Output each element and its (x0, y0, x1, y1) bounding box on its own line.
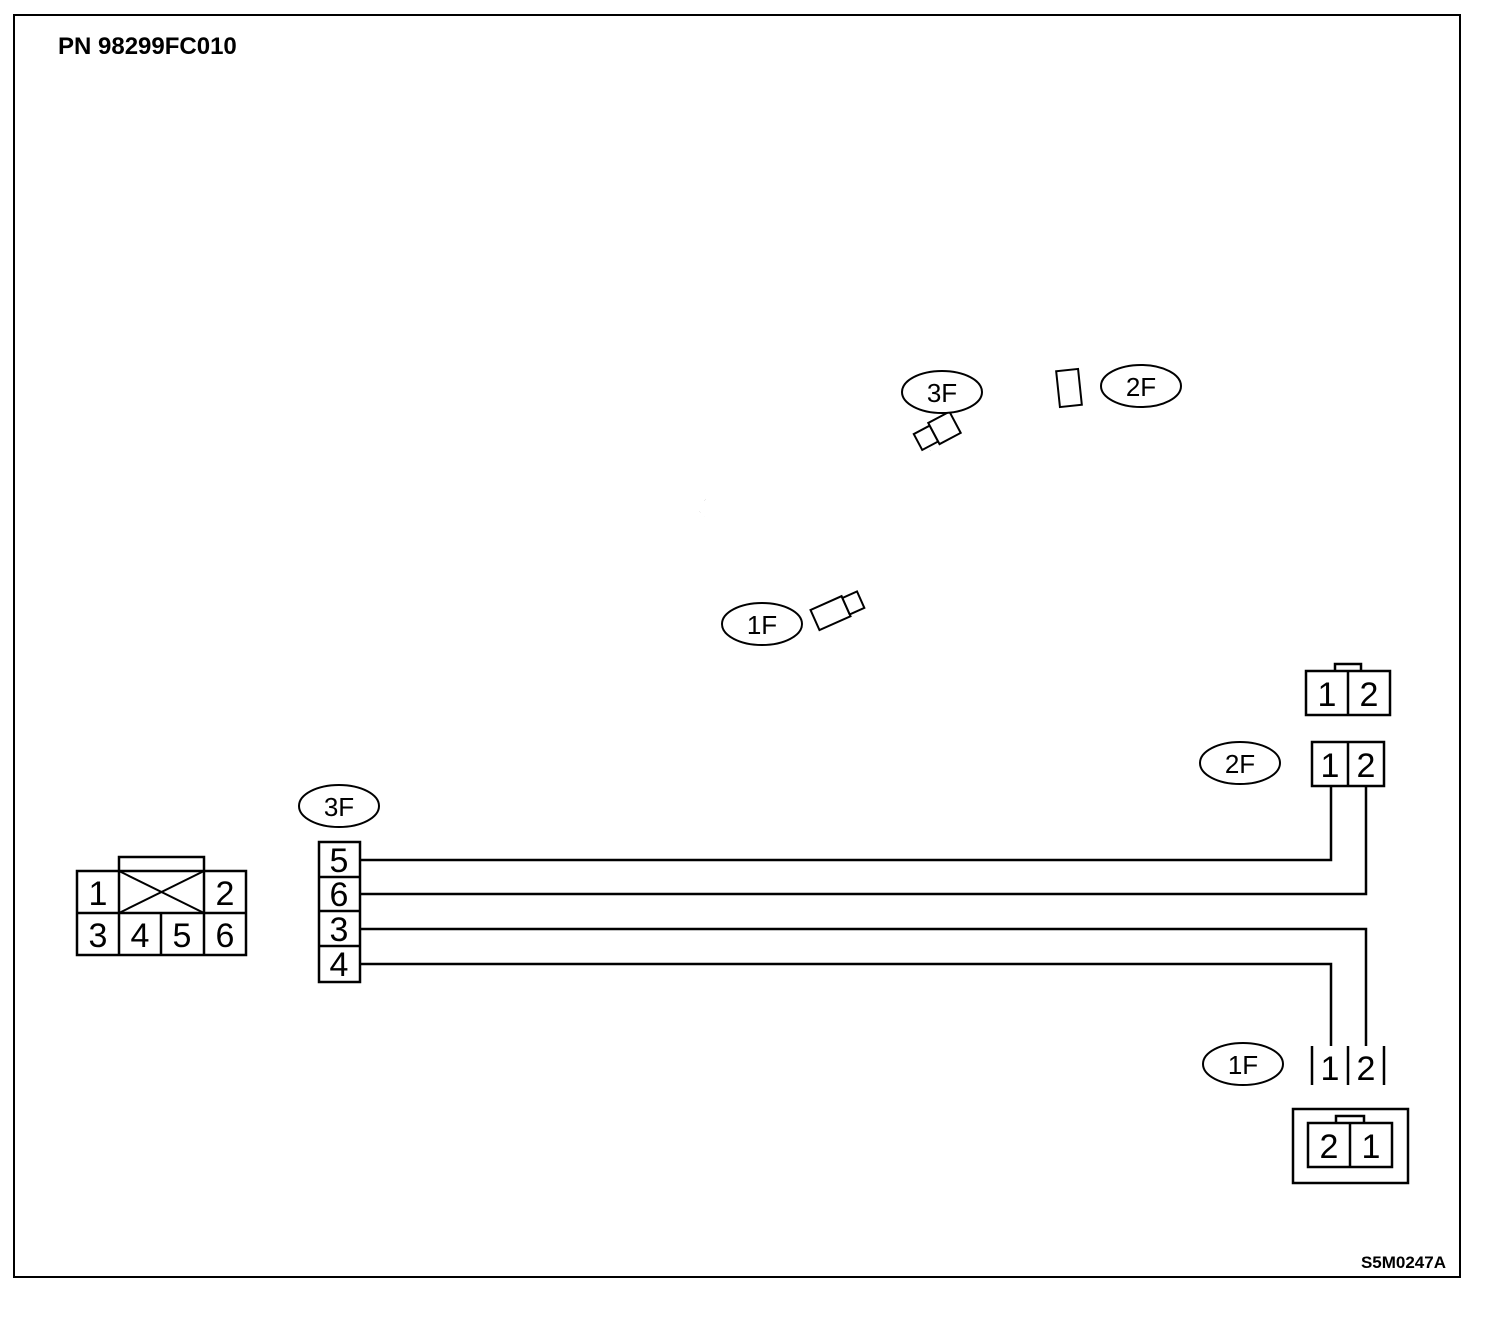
pin-2f: 1 (1321, 747, 1340, 785)
face-pin: 1 (89, 875, 108, 913)
wire-3f5-to-2f1 (360, 786, 1333, 862)
connector-2f-pins: 1 2 (1310, 740, 1386, 788)
schematic-1f-ellipse (1202, 1042, 1284, 1086)
face-pin: 6 (216, 917, 235, 955)
face-view-6pin: 1 2 3 4 5 6 (75, 855, 248, 957)
callout-1f: 1F (747, 610, 777, 640)
pin-3f: 4 (330, 946, 349, 984)
pin-3f: 3 (330, 911, 349, 949)
connector-1f-pins: 1 2 (1310, 1046, 1386, 1088)
part-number: PN 98299FC010 (58, 33, 237, 60)
connector-2f-face: 1 2 (1304, 662, 1392, 717)
harness-illustration: 3F 2F 1F (466, 134, 1182, 646)
schematic-3f-ellipse (298, 784, 380, 828)
callout-2f-ellipse (1100, 364, 1182, 408)
plug-1f (809, 590, 866, 632)
callout-2f: 2F (1126, 372, 1156, 402)
pin-2f-face: 2 (1360, 676, 1379, 714)
schematic-2f-ellipse (1199, 741, 1281, 785)
harness-outer-branch (467, 135, 1069, 519)
plug-3f (912, 410, 963, 452)
connector-1f-face: 2 1 (1291, 1107, 1410, 1185)
face-pin: 5 (173, 917, 192, 955)
pin-1f: 1 (1321, 1050, 1340, 1088)
schematic-1f-label: 1F (1228, 1050, 1258, 1080)
wire-3f6-to-2f2 (360, 786, 1368, 896)
pin-2f: 2 (1357, 747, 1376, 785)
face-pin: 3 (89, 917, 108, 955)
schematic-3f-label: 3F (324, 792, 354, 822)
pin-1f-face: 1 (1362, 1128, 1381, 1166)
wire-3f4-to-1f1 (360, 962, 1333, 1046)
callout-3f: 3F (927, 378, 957, 408)
wire-3f3-to-1f2 (360, 927, 1368, 1046)
wiring-schematic: 1 2 3 4 5 6 3F 5 6 3 4 1 2 (75, 662, 1410, 1185)
pin-2f-face: 1 (1318, 676, 1337, 714)
figure-code: S5M0247A (1361, 1253, 1446, 1272)
callout-3f-ellipse (901, 370, 983, 414)
schematic-2f-label: 2F (1225, 749, 1255, 779)
diagram-frame (13, 14, 1461, 1278)
pin-3f: 6 (330, 876, 349, 914)
face-pin: 4 (131, 917, 150, 955)
pin-3f: 5 (330, 842, 349, 880)
plug-2f (1055, 367, 1083, 409)
pin-1f: 2 (1357, 1050, 1376, 1088)
connector-3f-pins: 5 6 3 4 (317, 840, 362, 984)
face-pin: 2 (216, 875, 235, 913)
callout-1f-ellipse (721, 602, 803, 646)
pin-1f-face: 2 (1320, 1128, 1339, 1166)
